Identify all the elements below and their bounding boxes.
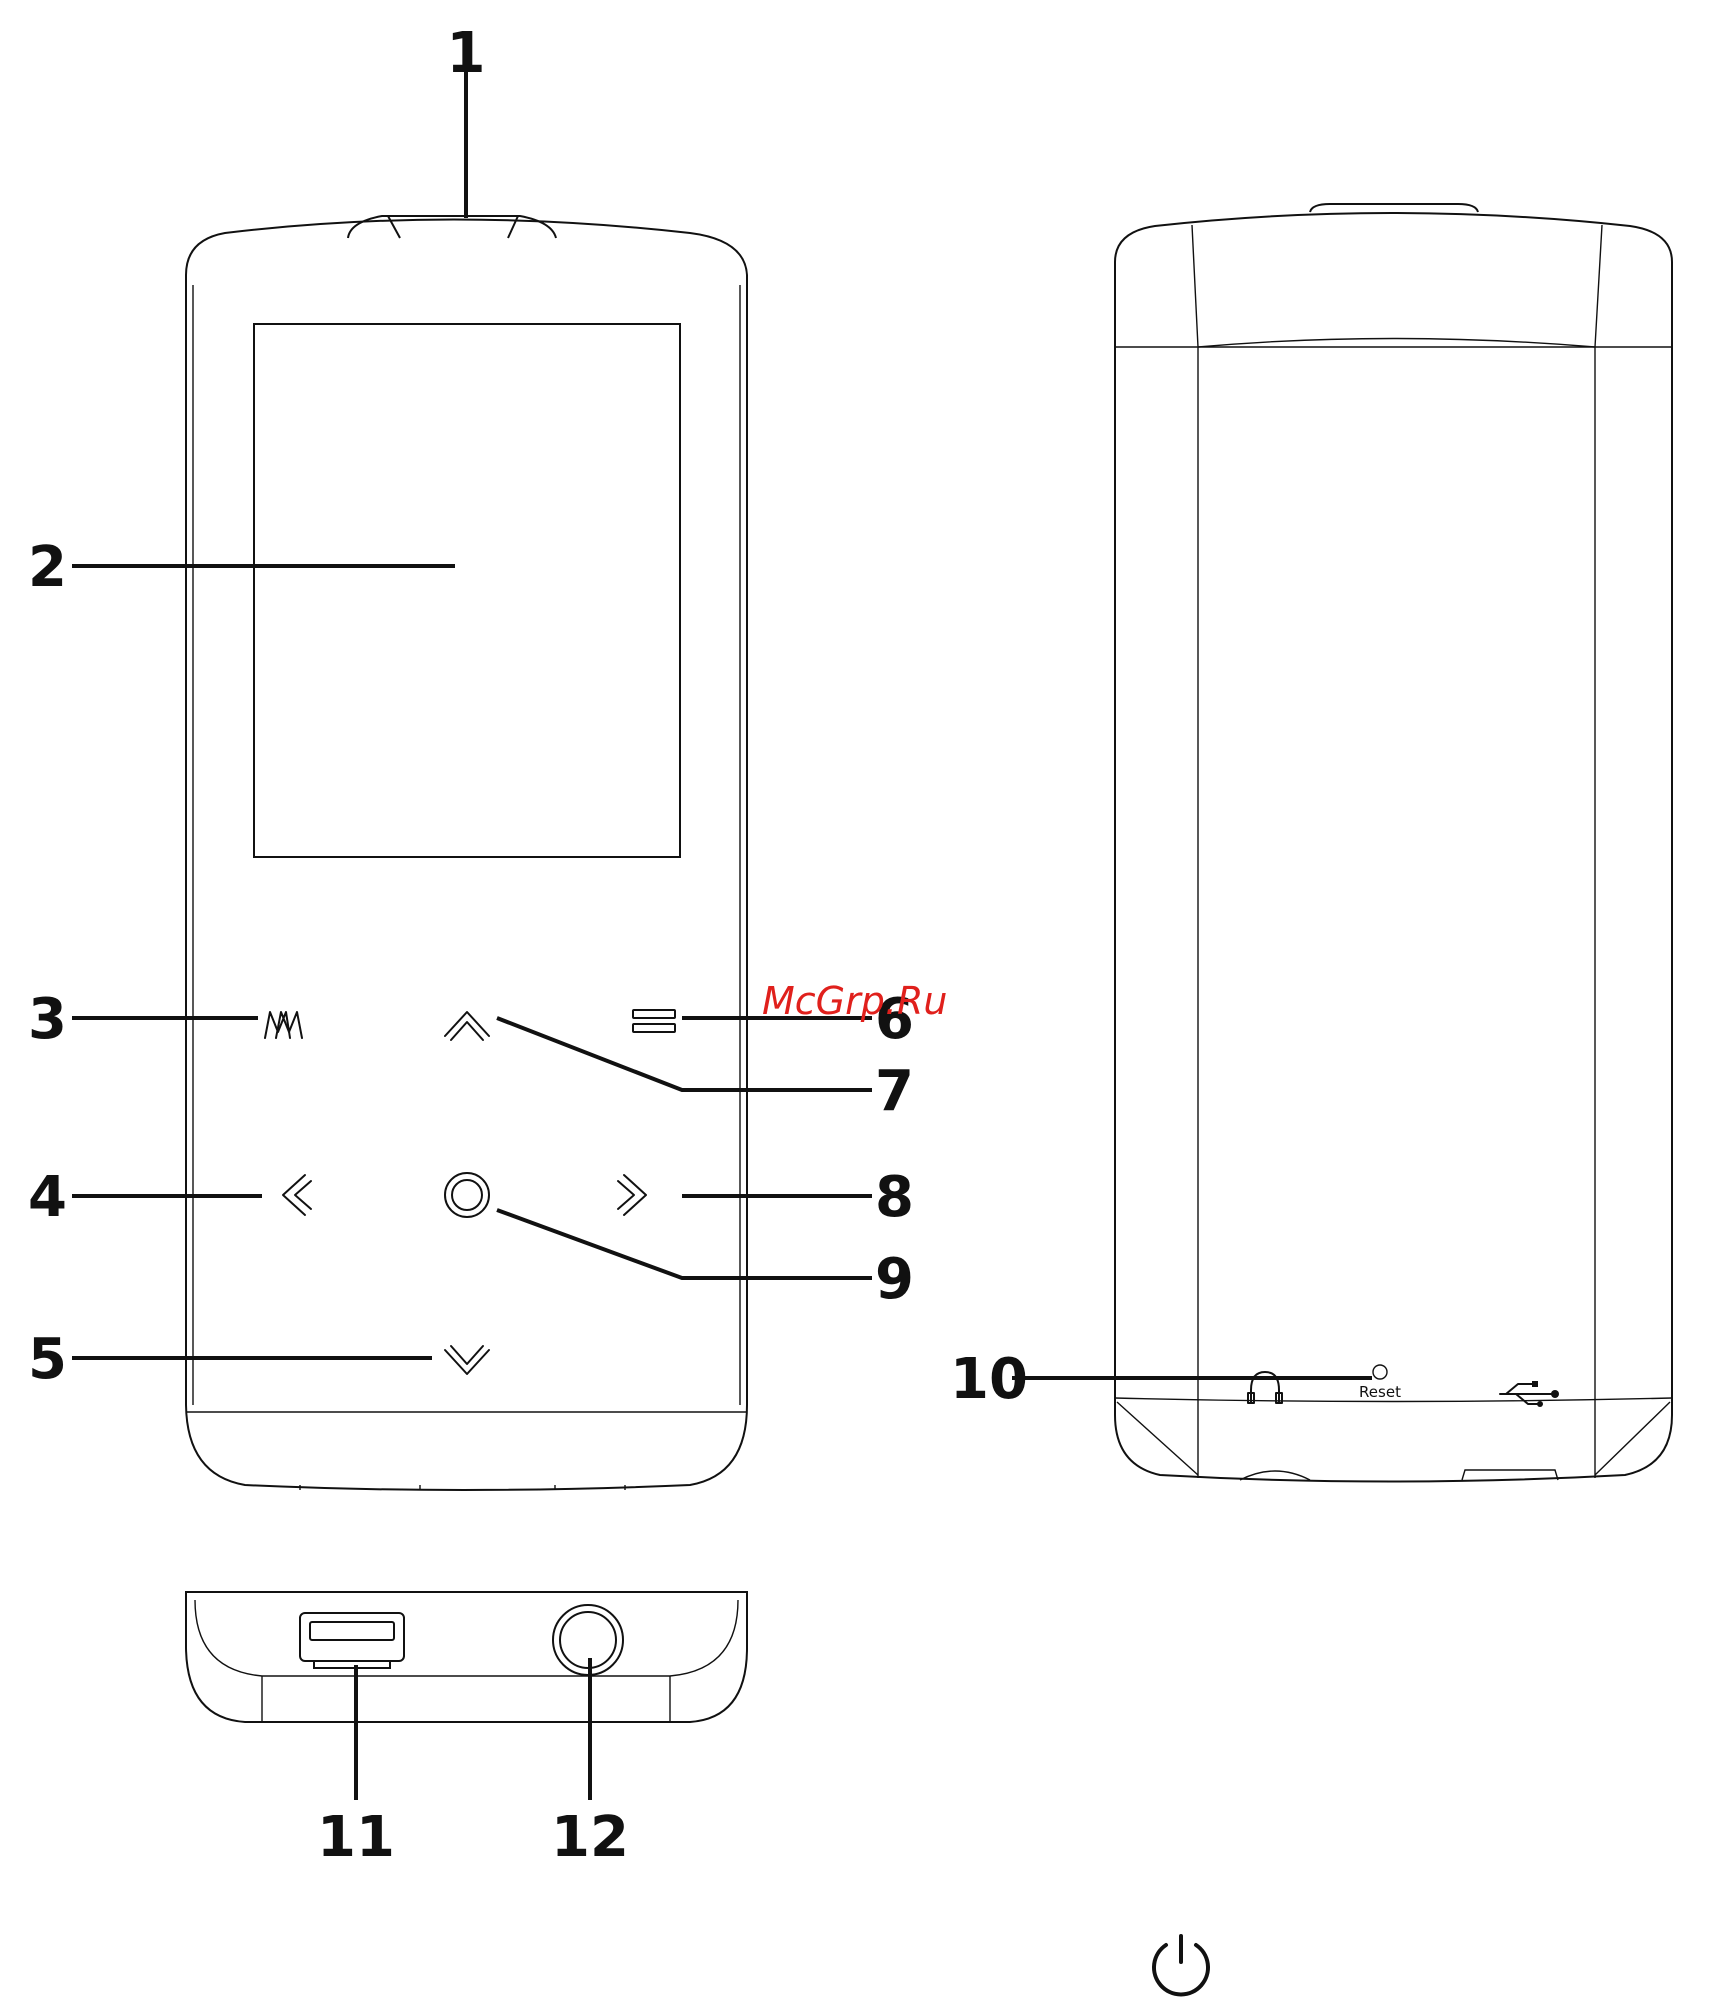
reset-hole[interactable] — [1373, 1365, 1387, 1379]
reset-label: Reset — [1359, 1383, 1401, 1401]
chevron-up-icon[interactable] — [445, 1012, 489, 1040]
chevron-right-icon[interactable] — [618, 1175, 646, 1215]
callout-1: 1 — [447, 21, 486, 86]
m-icon[interactable] — [265, 1012, 302, 1038]
player-body — [186, 220, 747, 1491]
callout-3: 3 — [28, 987, 67, 1052]
callout-7: 7 — [875, 1059, 914, 1124]
usb-icon — [1500, 1381, 1559, 1407]
power-icon — [1154, 1936, 1208, 1994]
callout-11: 11 — [317, 1805, 395, 1870]
circle-icon[interactable] — [445, 1173, 489, 1217]
front-view — [186, 216, 747, 1490]
leader-lines — [72, 70, 1372, 1800]
watermark-text: McGrp.Ru — [762, 979, 947, 1023]
callout-5: 5 — [28, 1327, 67, 1392]
display-screen — [254, 324, 680, 857]
callout-4: 4 — [28, 1165, 67, 1230]
callout-12: 12 — [551, 1805, 629, 1870]
chevron-down-icon[interactable] — [445, 1346, 489, 1374]
back-view: Reset — [1115, 204, 1672, 1482]
callout-10: 10 — [950, 1347, 1028, 1412]
chevron-left-icon[interactable] — [283, 1175, 311, 1215]
usb-port[interactable] — [300, 1613, 404, 1668]
double-bar-icon[interactable] — [633, 1010, 675, 1032]
callout-8: 8 — [875, 1165, 914, 1230]
callout-9: 9 — [875, 1247, 914, 1312]
bottom-view — [186, 1592, 747, 1722]
callout-2: 2 — [28, 535, 67, 600]
